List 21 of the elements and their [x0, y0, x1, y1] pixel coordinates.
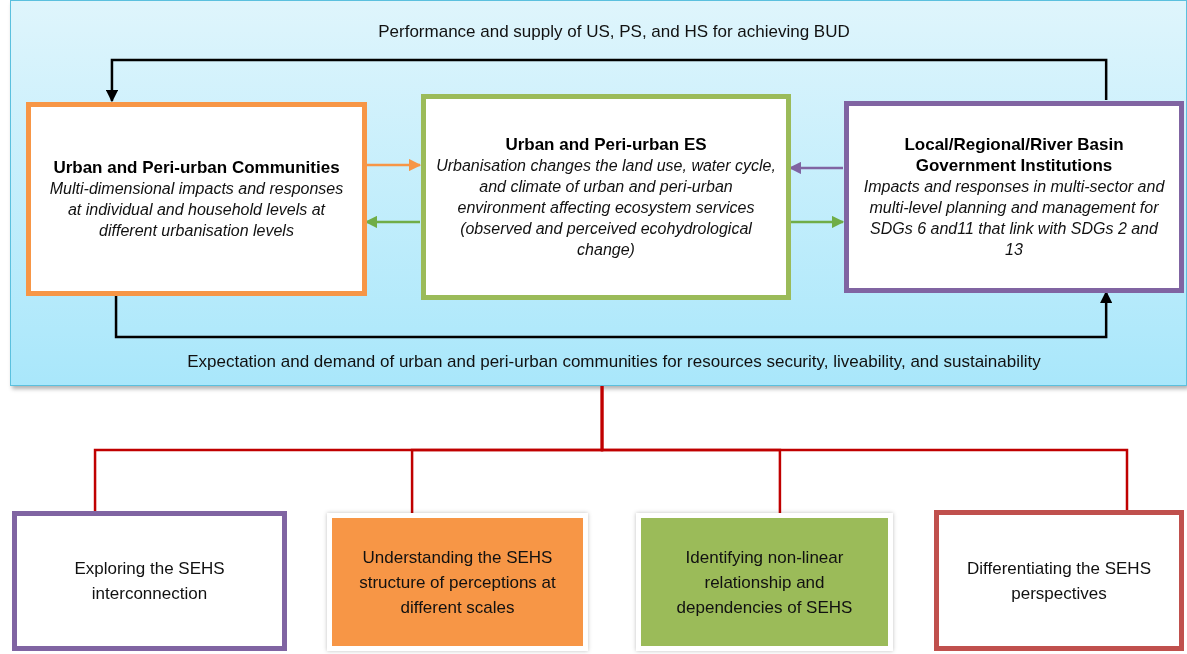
connector-line — [600, 386, 1129, 510]
box-heading: Urban and Peri-urban ES — [504, 134, 708, 155]
arrow — [364, 215, 420, 229]
arrow — [788, 161, 843, 175]
arrow — [790, 215, 845, 229]
arrow — [105, 58, 1108, 103]
box-description: Urbanisation changes the land use, water cycle, and climate of urban and peri-urban environment affecting ecosystem services (observed and perceived ecohydrological change) — [435, 156, 777, 260]
edge-label: Performance and supply of US, PS, and HS for achieving BUD — [378, 22, 850, 42]
actor-box — [844, 101, 1184, 293]
arrow — [114, 290, 1113, 339]
arrow — [366, 158, 422, 172]
objective-card: Differentiating the SEHS perspectives — [934, 510, 1184, 651]
objective-card: Exploring the SEHS interconnection — [12, 511, 287, 651]
box-description: Impacts and responses in multi-sector and multi-level planning and management for SDGs 6 and11 that link with SDGs 2 and 13 — [862, 177, 1166, 260]
actor-box — [421, 94, 791, 300]
edge-label: Expectation and demand of urban and peri-urban communities for resources security, liveability, and sustainability — [187, 352, 1041, 372]
box-description: Multi-dimensional impacts and responses at individual and household levels at different urbanisation levels — [48, 179, 345, 241]
box-heading: Local/Regional/River Basin Government Institutions — [903, 134, 1125, 176]
actor-box — [26, 102, 367, 296]
box-heading: Urban and Peri-urban Communities — [52, 157, 341, 178]
panel — [10, 0, 1187, 386]
